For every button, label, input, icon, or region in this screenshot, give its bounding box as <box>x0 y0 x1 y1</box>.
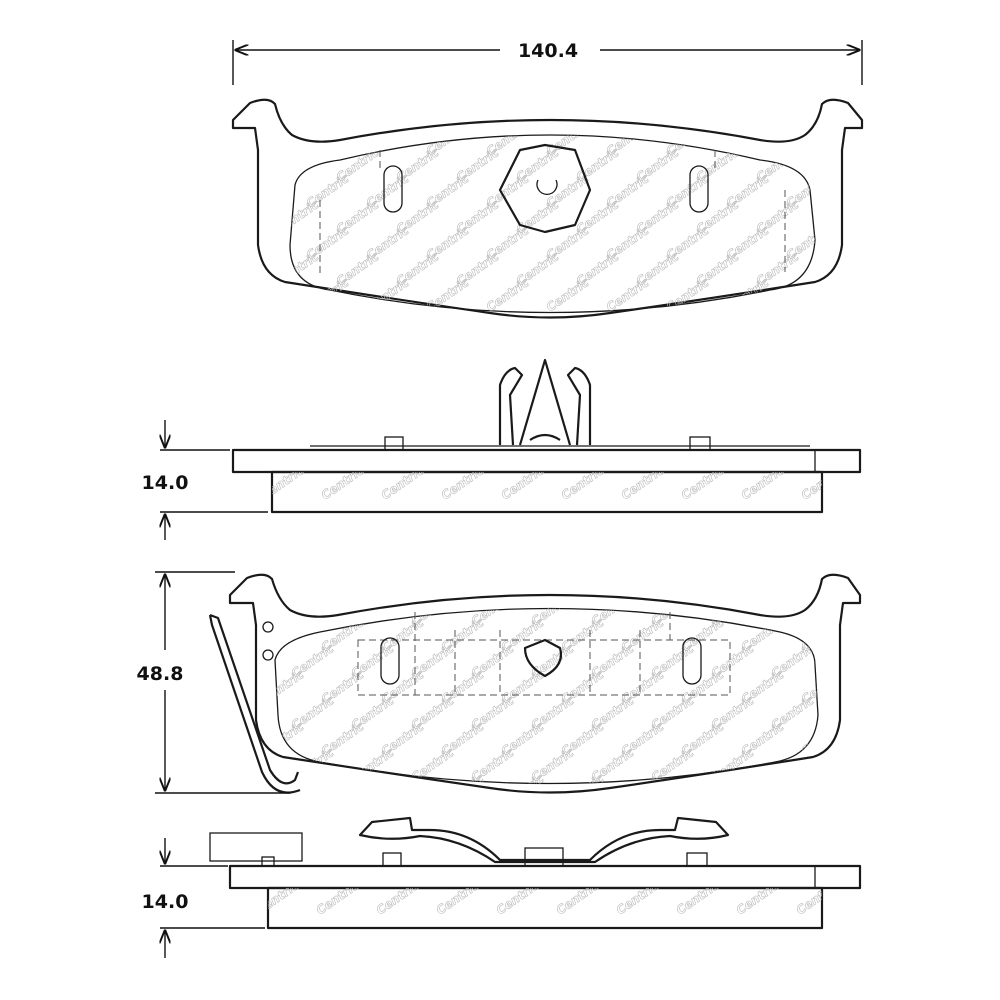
watermark-logo: Centric <box>799 771 847 810</box>
watermark-logo: Centric <box>259 563 307 602</box>
watermark-logo: Centric <box>739 563 787 602</box>
watermark-logo: Centric <box>739 463 787 502</box>
watermark-logo: Centric <box>349 745 397 784</box>
watermark-logo: Centric <box>544 275 592 314</box>
watermark-logo: Centric <box>314 878 362 917</box>
watermark-logo: Centric <box>734 878 782 917</box>
watermark-logo: Centric <box>374 878 422 917</box>
watermark-logo: Centric <box>274 249 322 288</box>
watermark-logo: Centric <box>664 275 712 314</box>
thickness-bottom-label: 14.0 <box>142 891 189 913</box>
height-label: 48.8 <box>137 663 184 685</box>
watermark-logo: Centric <box>694 93 742 132</box>
watermark-logo: Centric <box>814 145 862 184</box>
pad-side-view-2: Centric Centric Centric Centric Centric Centr… <box>209 816 862 930</box>
watermark-logo: Centric <box>769 745 817 784</box>
watermark-logo: Centric <box>259 463 307 502</box>
watermark-logo: Centric <box>619 463 667 502</box>
watermark-logo: Centric <box>709 745 757 784</box>
height-dimension: 48.8 <box>137 571 290 794</box>
watermark-logo: Centric <box>679 563 727 602</box>
watermark-logo: Centric <box>304 275 352 314</box>
thickness-top-label: 14.0 <box>142 472 189 494</box>
watermark-logo: Centric <box>319 463 367 502</box>
pad-side-view-1: Centric Centric Centric Centric Centric Centr… <box>231 358 862 514</box>
watermark-logo: Centric <box>724 119 772 158</box>
watermark-logo: Centric <box>494 878 542 917</box>
watermark-logo: Centric <box>259 719 307 758</box>
watermark-logo: Centric <box>334 93 382 132</box>
watermark-logo: Centric <box>619 771 667 810</box>
watermark-logo: Centric <box>739 771 787 810</box>
watermark-logo: Centric <box>289 589 337 628</box>
watermark-logo: Centric <box>514 93 562 132</box>
watermark-logo: Centric <box>784 119 832 158</box>
watermark-logo: Centric <box>274 197 322 236</box>
watermark-logo: Centric <box>784 275 832 314</box>
watermark-logo: Centric <box>814 249 862 288</box>
watermark-logo: Centric <box>454 93 502 132</box>
watermark-logo: Centric <box>814 197 862 236</box>
watermark-logo: Centric <box>499 463 547 502</box>
watermark-logo: Centric <box>484 275 532 314</box>
watermark-logo: Centric <box>614 878 662 917</box>
watermark-logo: Centric <box>379 463 427 502</box>
watermark-logo: Centric <box>254 878 302 917</box>
watermark-logo: Centric <box>794 878 842 917</box>
width-dimension: 140.4 <box>232 40 863 85</box>
watermark-logo: Centric <box>574 93 622 132</box>
watermark-logo: Centric <box>674 878 722 917</box>
watermark-logo: Centric <box>379 563 427 602</box>
watermark-logo: Centric <box>439 463 487 502</box>
watermark-logo: Centric <box>679 463 727 502</box>
watermark-logo: Centric <box>769 589 817 628</box>
watermark-logo: Centric <box>259 667 307 706</box>
watermark-logo: Centric <box>319 771 367 810</box>
watermark-logo: Centric <box>559 463 607 502</box>
thickness-dimension-bottom: 14.0 <box>142 838 265 958</box>
thickness-dimension-top: 14.0 <box>142 420 268 540</box>
watermark-logo: Centric <box>274 93 322 132</box>
watermark-logo: Centric <box>554 878 602 917</box>
width-label: 140.4 <box>518 40 578 62</box>
watermark-logo: Centric <box>754 93 802 132</box>
watermark-logo: Centric <box>319 563 367 602</box>
watermark-logo: Centric <box>799 563 847 602</box>
watermark-logo: Centric <box>434 878 482 917</box>
watermark-logo: Centric <box>439 771 487 810</box>
